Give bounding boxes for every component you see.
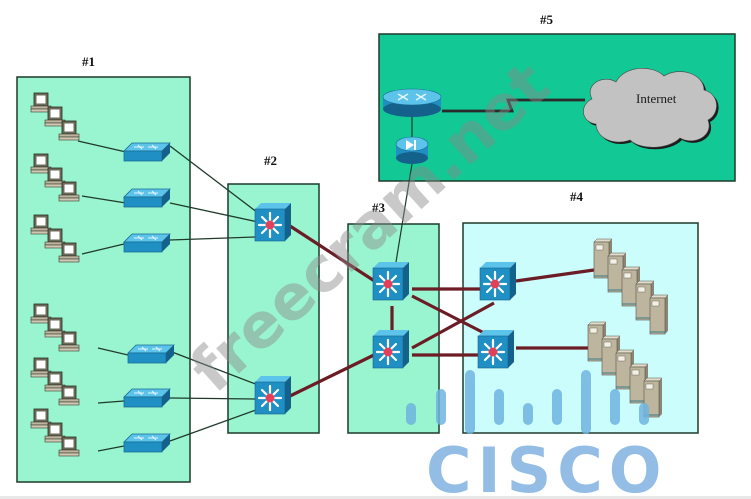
zone-1-label: #1	[82, 54, 95, 69]
access-switch-icon	[123, 433, 171, 453]
zone-2-label: #2	[264, 153, 277, 168]
zone-4-label: #4	[570, 189, 584, 204]
firewall-icon	[395, 136, 429, 164]
zone-3-label: #3	[372, 200, 386, 215]
zone-5-label: #5	[540, 12, 554, 27]
internet-cloud-icon: Internet	[583, 68, 719, 150]
serial-wan-link	[442, 98, 585, 113]
bottom-divider	[0, 496, 751, 499]
cisco-logo-bars	[406, 370, 649, 434]
access-switch-icon	[123, 388, 171, 408]
watermark-cisco: CISCO	[426, 434, 667, 499]
access-links	[77, 140, 259, 452]
router-icon	[382, 88, 442, 117]
multilayer-switch-icon	[478, 260, 518, 302]
internet-label: Internet	[636, 91, 677, 106]
access-switch-icon	[123, 142, 171, 162]
multilayer-switch-icon	[253, 374, 293, 416]
access-switch-icon	[123, 188, 171, 208]
access-switch-icon	[123, 233, 171, 253]
multilayer-switch-icon	[371, 328, 411, 370]
access-switch-icon	[127, 344, 175, 364]
multilayer-switch-icon	[253, 201, 293, 243]
trunk-links	[289, 224, 595, 398]
multilayer-switch-icon	[476, 328, 516, 370]
